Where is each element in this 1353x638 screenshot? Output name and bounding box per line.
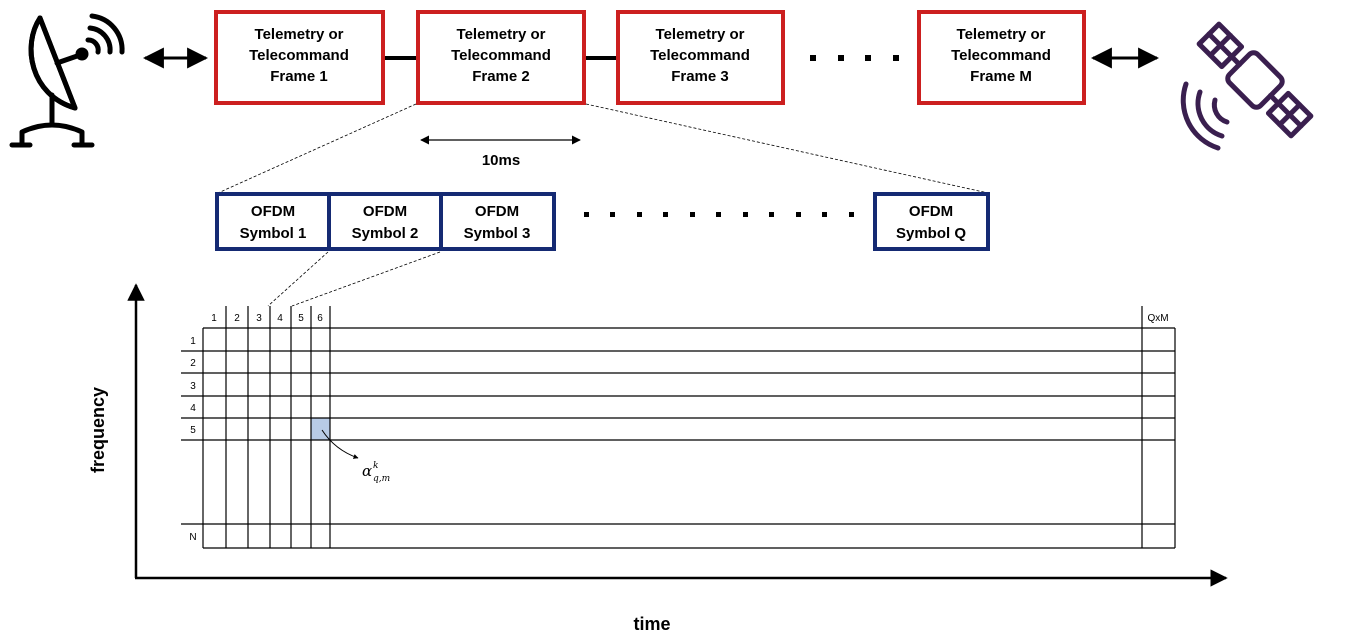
row-label: 1 bbox=[190, 336, 196, 347]
frame-label-line3: Frame 2 bbox=[472, 68, 530, 85]
ofdm-symbol-2: OFDM Symbol 2 bbox=[327, 192, 443, 251]
symbol-label-line2: Symbol 1 bbox=[240, 225, 307, 242]
alpha-superscript: k bbox=[373, 461, 378, 471]
column-label: 6 bbox=[317, 313, 323, 324]
frame-label-line2: Telecommand bbox=[249, 47, 349, 64]
frame-label-line3: Frame 3 bbox=[671, 68, 729, 85]
symbol-label-line1: OFDM bbox=[363, 203, 407, 220]
frame-label-line2: Telecommand bbox=[451, 47, 551, 64]
frame-3: Telemetry or Telecommand Frame 3 bbox=[616, 10, 785, 105]
frame-label-line1: Telemetry or bbox=[457, 26, 546, 43]
resource-grid: 1 2 3 4 5 6 QxM 1 2 3 4 5 N bbox=[181, 306, 1176, 549]
ofdm-symbol-1: OFDM Symbol 1 bbox=[215, 192, 331, 251]
column-label: 5 bbox=[298, 313, 304, 324]
row-label-last: N bbox=[189, 532, 196, 543]
symbol-label-line2: Symbol 2 bbox=[352, 225, 419, 242]
duration-label: 10ms bbox=[482, 152, 520, 169]
alpha-symbol: α bbox=[362, 462, 372, 480]
zoom-line bbox=[585, 103, 989, 194]
zoom-line bbox=[291, 251, 441, 307]
zoom-line bbox=[267, 251, 329, 307]
alpha-subscript: q,m bbox=[373, 474, 390, 484]
zoom-line bbox=[217, 103, 417, 194]
time-axis-label: time bbox=[633, 614, 670, 634]
satellite-icon bbox=[1180, 21, 1314, 151]
frame-1: Telemetry or Telecommand Frame 1 bbox=[214, 10, 385, 105]
frame-label-line3: Frame M bbox=[970, 68, 1032, 85]
frame-2: Telemetry or Telecommand Frame 2 bbox=[416, 10, 586, 105]
symbol-ellipsis bbox=[584, 212, 854, 217]
frame-label-line3: Frame 1 bbox=[270, 68, 328, 85]
frame-label-line1: Telemetry or bbox=[656, 26, 745, 43]
frame-m: Telemetry or Telecommand Frame M bbox=[917, 10, 1086, 105]
column-label: 1 bbox=[211, 313, 217, 324]
symbol-label-line1: OFDM bbox=[251, 203, 295, 220]
frame-ellipsis bbox=[810, 55, 899, 61]
row-label: 5 bbox=[190, 425, 196, 436]
row-label: 3 bbox=[190, 381, 196, 392]
symbol-label-line1: OFDM bbox=[475, 203, 519, 220]
annotation-arrow bbox=[321, 429, 359, 459]
row-label: 2 bbox=[190, 358, 196, 369]
symbol-label-line1: OFDM bbox=[909, 203, 953, 220]
frame-label-line2: Telecommand bbox=[951, 47, 1051, 64]
column-label-last: QxM bbox=[1147, 313, 1168, 324]
symbol-label-line2: Symbol 3 bbox=[464, 225, 531, 242]
column-label: 2 bbox=[234, 313, 240, 324]
symbol-label-line2: Symbol Q bbox=[896, 225, 966, 242]
frame-label-line2: Telecommand bbox=[650, 47, 750, 64]
row-label: 4 bbox=[190, 403, 196, 414]
resource-element-label: α k q,m bbox=[362, 461, 390, 484]
satellite-dish-icon bbox=[9, 13, 125, 148]
ofdm-symbol-q: OFDM Symbol Q bbox=[873, 192, 990, 251]
column-label: 4 bbox=[277, 313, 283, 324]
column-label: 3 bbox=[256, 313, 262, 324]
ofdm-symbol-3: OFDM Symbol 3 bbox=[439, 192, 556, 251]
frame-label-line1: Telemetry or bbox=[255, 26, 344, 43]
frame-label-line1: Telemetry or bbox=[957, 26, 1046, 43]
frequency-axis-label: frequency bbox=[88, 387, 108, 473]
